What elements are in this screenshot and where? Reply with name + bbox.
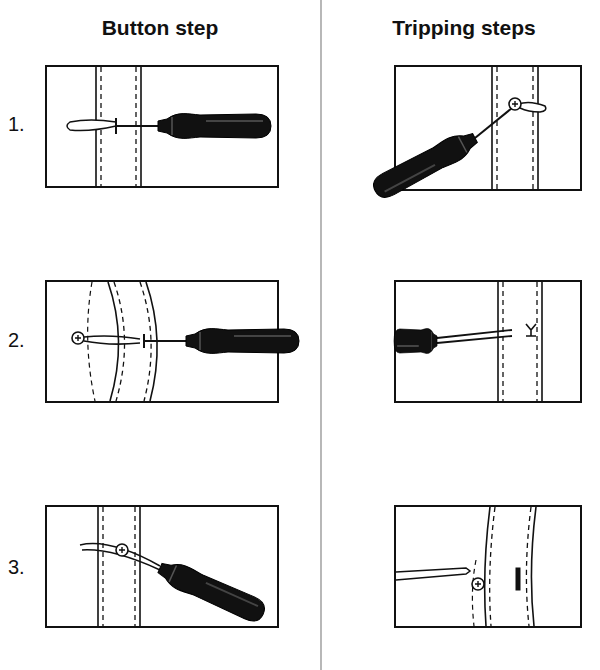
column-heading: Button step bbox=[102, 16, 219, 40]
step-panel bbox=[46, 66, 581, 627]
tripping-step-1 bbox=[369, 67, 545, 202]
tripping-step-3 bbox=[396, 507, 536, 626]
button-step-1 bbox=[67, 67, 271, 186]
step-number: 3. bbox=[8, 556, 25, 579]
step-number: 1. bbox=[8, 113, 25, 136]
tripping-step-2 bbox=[394, 282, 542, 401]
button-step-2 bbox=[72, 282, 299, 401]
button-step-3 bbox=[80, 507, 268, 626]
step-number: 2. bbox=[8, 329, 25, 352]
column-heading: Tripping steps bbox=[392, 16, 536, 40]
column-divider bbox=[320, 0, 321, 670]
